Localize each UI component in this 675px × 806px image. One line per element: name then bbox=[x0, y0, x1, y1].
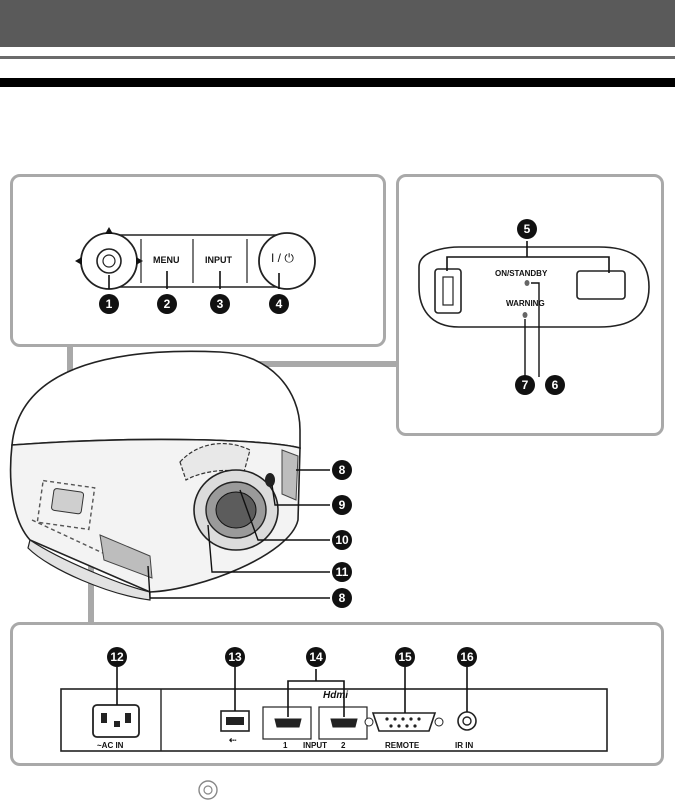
callout-16: 16 bbox=[457, 647, 477, 667]
menu-button-label[interactable]: MENU bbox=[153, 255, 180, 265]
hdmi1-label: 1 bbox=[283, 741, 288, 750]
indicators-drawing bbox=[418, 241, 650, 377]
projector-base bbox=[27, 539, 151, 601]
callout-7: 7 bbox=[515, 375, 535, 395]
control-area-outline bbox=[36, 479, 96, 531]
header-rule-thin bbox=[0, 56, 675, 59]
indicator-panel-shell bbox=[418, 246, 650, 328]
callout-4: 4 bbox=[269, 294, 289, 314]
controls-drawing bbox=[75, 227, 316, 290]
callout-2: 2 bbox=[157, 294, 177, 314]
callout-1: 1 bbox=[99, 294, 119, 314]
usb-icon: ⇠ bbox=[229, 735, 237, 745]
callout-8-side: 8 bbox=[332, 588, 352, 608]
hdmi2-port[interactable] bbox=[330, 718, 358, 728]
header-rule-thick bbox=[0, 78, 675, 87]
callout-15: 15 bbox=[395, 647, 415, 667]
callout-14: 14 bbox=[306, 647, 326, 667]
callout-5: 5 bbox=[517, 219, 537, 239]
right-grip bbox=[576, 270, 626, 300]
hdmi1-port[interactable] bbox=[274, 718, 302, 728]
control-area-buttons bbox=[51, 488, 85, 515]
front-vent bbox=[281, 449, 299, 501]
callout-13: 13 bbox=[225, 647, 245, 667]
indicators-panel: 5 ON/STANDBY WARNING 7 6 bbox=[396, 174, 664, 436]
remote-port[interactable] bbox=[371, 712, 437, 732]
controls-panel: MENU INPUT I / ⏻ 1 2 3 4 bbox=[10, 174, 386, 347]
callout-3: 3 bbox=[210, 294, 230, 314]
ir-in-label: IR IN bbox=[455, 741, 474, 750]
callout-11: 11 bbox=[332, 562, 352, 582]
on-standby-label: ON/STANDBY bbox=[495, 269, 548, 278]
remote-label: REMOTE bbox=[385, 741, 420, 750]
callout-6: 6 bbox=[545, 375, 565, 395]
callout-5-bracket bbox=[446, 256, 610, 273]
connector-rear bbox=[88, 548, 94, 624]
leader-lines bbox=[147, 469, 330, 599]
callout-8-front: 8 bbox=[332, 460, 352, 480]
input-button-label[interactable]: INPUT bbox=[205, 255, 232, 265]
warning-led bbox=[522, 312, 528, 318]
indicator-area bbox=[179, 442, 251, 481]
arrow-right-icon bbox=[136, 257, 143, 265]
hdmi2-label: 2 bbox=[341, 741, 346, 750]
callout-10: 10 bbox=[332, 530, 352, 550]
side-vent bbox=[99, 534, 153, 579]
arrow-left-icon bbox=[75, 257, 82, 265]
rear-drawing bbox=[60, 667, 608, 752]
lens-glass bbox=[215, 491, 257, 529]
power-button[interactable] bbox=[258, 232, 316, 290]
rear-panel: 12 13 14 15 16 Hdmi ~AC IN ⇠ 1 INPUT 2 R… bbox=[10, 622, 664, 766]
on-standby-led bbox=[524, 280, 530, 286]
arrow-up-icon bbox=[105, 227, 113, 234]
header-bar bbox=[0, 0, 675, 47]
callout-12: 12 bbox=[107, 647, 127, 667]
ac-in-label: ~AC IN bbox=[97, 741, 124, 750]
ir-receiver bbox=[265, 473, 275, 487]
power-icon: I / ⏻ bbox=[271, 251, 294, 265]
warning-label: WARNING bbox=[506, 299, 545, 308]
projector-top-shell bbox=[11, 350, 301, 450]
callout-9: 9 bbox=[332, 495, 352, 515]
hdmi-logo: Hdmi bbox=[323, 690, 348, 701]
hdmi-input-label: INPUT bbox=[303, 741, 327, 750]
